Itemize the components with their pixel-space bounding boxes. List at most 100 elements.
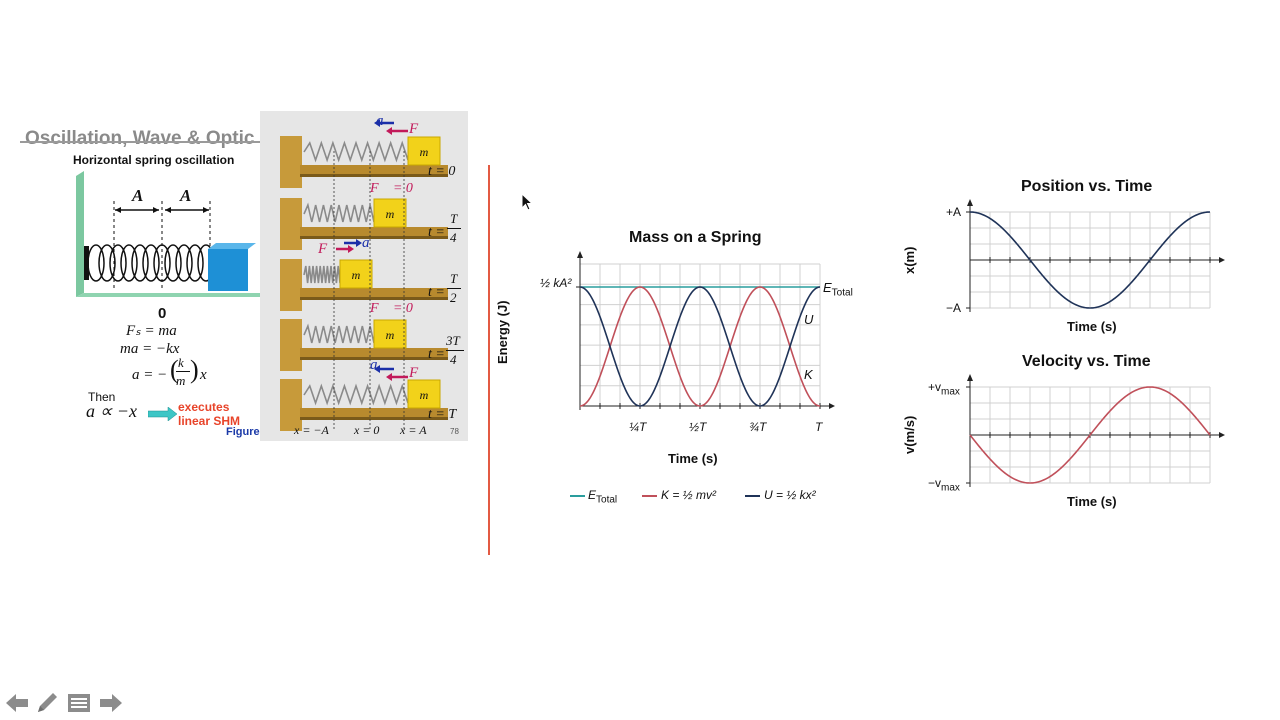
equation-force: Fₛ = ma bbox=[126, 323, 177, 339]
spring-coil bbox=[109, 244, 127, 282]
mass-block bbox=[407, 136, 441, 166]
slide-navigation bbox=[4, 690, 129, 718]
title-underline bbox=[20, 141, 260, 143]
shelf bbox=[300, 288, 448, 297]
shelf-edge bbox=[300, 357, 448, 360]
energy-line-kinetic bbox=[579, 286, 821, 407]
mass-label: m bbox=[420, 145, 429, 159]
force-label-2: F⃗ bbox=[318, 241, 339, 257]
equation-k: k bbox=[178, 355, 184, 370]
shelf-spring bbox=[303, 323, 375, 344]
shelf bbox=[300, 227, 448, 236]
energy-chart-ylabel: Energy (J) bbox=[495, 300, 510, 364]
spring-coil bbox=[153, 244, 171, 282]
spring-coil bbox=[87, 244, 105, 282]
wall-post bbox=[280, 198, 302, 250]
energy-curve-label-total: ETotal bbox=[823, 280, 853, 299]
mass-block bbox=[339, 259, 373, 289]
legend-swatch-kinetic bbox=[642, 495, 657, 497]
velocity-x-axis-arrow bbox=[1219, 432, 1225, 438]
then-label: Then bbox=[88, 390, 116, 404]
figure-subtitle: Horizontal spring oscillation bbox=[73, 153, 235, 167]
position-chart-plot bbox=[966, 199, 1225, 312]
spring-coil bbox=[142, 244, 160, 282]
figure-left-panel: Oscillation, Wave & Optic Horizontal spr… bbox=[20, 111, 278, 441]
mass-label: m bbox=[352, 268, 361, 282]
time-label-quarter-num: T bbox=[450, 211, 458, 226]
velocity-chart-xlabel: Time (s) bbox=[1067, 494, 1117, 509]
equation-paren-left: ( bbox=[170, 355, 179, 384]
figure-tiny-mark: 78 bbox=[450, 427, 459, 436]
time-label-quarter-prefix: t = bbox=[428, 225, 445, 240]
time-label-half-den: 2 bbox=[450, 290, 457, 305]
time-label-three-quarter-num: 3T bbox=[446, 333, 460, 348]
spring-coil bbox=[98, 244, 116, 282]
velocity-y-axis-arrow bbox=[967, 374, 973, 381]
energy-x-tick-quarter: ¼T bbox=[629, 420, 647, 434]
time-label-quarter-den: 4 bbox=[450, 230, 457, 245]
shelf-spring bbox=[303, 202, 375, 223]
velocity-line bbox=[969, 386, 1211, 484]
velocity-y-tick-minus-sub: max bbox=[941, 482, 960, 494]
position-chart-xlabel: Time (s) bbox=[1067, 319, 1117, 334]
shelf-edge bbox=[300, 236, 448, 239]
mass-label: m bbox=[386, 328, 395, 342]
spring-coil bbox=[164, 244, 182, 282]
legend-total-sub: Total bbox=[596, 494, 618, 506]
time-label-three-quarter-prefix: t = bbox=[428, 347, 445, 362]
energy-y-axis-arrow bbox=[577, 251, 583, 258]
energy-y-tick: ½ kA² bbox=[540, 276, 572, 290]
shelf-spring bbox=[303, 140, 409, 163]
figure-title: Oscillation, Wave & Optic bbox=[25, 128, 255, 149]
energy-chart-title: Mass on a Spring bbox=[629, 229, 762, 246]
pen-icon[interactable] bbox=[34, 690, 60, 716]
spring-coil bbox=[120, 244, 138, 282]
velocity-y-tick-minus: −vmax bbox=[928, 476, 960, 493]
spring-coil bbox=[131, 244, 149, 282]
wall-post bbox=[280, 379, 302, 431]
velocity-chart-ylabel: v(m/s) bbox=[902, 415, 917, 454]
position-chart-title: Position vs. Time bbox=[1021, 178, 1153, 195]
equation-x: x bbox=[200, 367, 207, 383]
wall-post bbox=[280, 319, 302, 371]
shelf-edge bbox=[300, 297, 448, 300]
shelf-edge bbox=[300, 174, 448, 177]
position-line bbox=[969, 211, 1211, 309]
legend-swatch-potential bbox=[745, 495, 760, 497]
energy-curve-label-total-sub: Total bbox=[831, 287, 853, 299]
energy-x-tick-half: ½T bbox=[689, 420, 707, 434]
origin-label: 0 bbox=[158, 305, 167, 322]
legend-swatch-total bbox=[570, 495, 585, 497]
energy-chart-legend: ETotal K = ½ mv² U = ½ kx² bbox=[570, 486, 840, 508]
spring-coil bbox=[186, 244, 204, 282]
velocity-chart-plot bbox=[966, 374, 1225, 487]
position-y-axis-arrow bbox=[967, 199, 973, 206]
shelf bbox=[300, 408, 448, 417]
implies-arrow-icon bbox=[148, 407, 178, 421]
shelf bbox=[300, 165, 448, 174]
arrow-right-icon[interactable] bbox=[98, 690, 124, 716]
time-label-half-prefix: t = bbox=[428, 285, 445, 300]
time-label-three-quarter-den: 4 bbox=[450, 352, 457, 367]
energy-chart-plot bbox=[576, 251, 835, 410]
amplitude-label-left: A bbox=[132, 186, 144, 205]
arrow-left-icon[interactable] bbox=[4, 690, 30, 716]
velocity-y-tick-plus-text: +v bbox=[928, 380, 942, 394]
wall-post bbox=[280, 136, 302, 188]
x-position-neg-a: x = −A bbox=[294, 423, 329, 437]
menu-icon[interactable] bbox=[66, 690, 92, 716]
time-label-half-bar bbox=[447, 288, 461, 289]
energy-curve-label-u: U bbox=[804, 312, 814, 327]
x-position-pos-a: x = A bbox=[400, 423, 427, 437]
mass-label: m bbox=[386, 207, 395, 221]
energy-x-axis-arrow bbox=[829, 403, 835, 409]
wall-post bbox=[280, 259, 302, 311]
mass-block bbox=[373, 198, 407, 228]
position-chart-ylabel: x(m) bbox=[902, 246, 917, 274]
legend-item-potential: U = ½ kx² bbox=[764, 488, 816, 502]
amplitude-label-right: A bbox=[180, 186, 192, 205]
energy-chart-xlabel: Time (s) bbox=[668, 451, 718, 466]
mouse-cursor-icon bbox=[521, 193, 534, 211]
